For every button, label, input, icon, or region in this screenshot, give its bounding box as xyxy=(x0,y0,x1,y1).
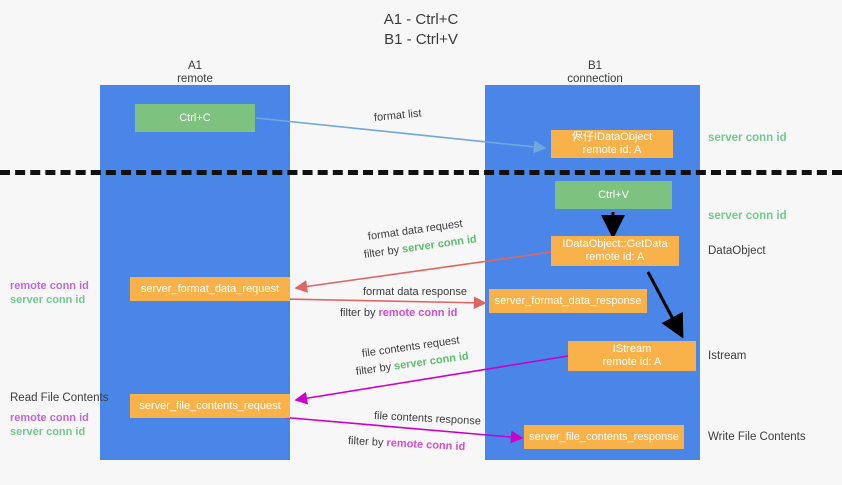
box-server-file-contents-response[interactable]: server_file_contents_response xyxy=(524,425,684,449)
column-a1-role: remote xyxy=(177,73,213,85)
box-server-file-contents-request[interactable]: server_file_contents_request xyxy=(130,394,290,418)
column-a1-name: A1 xyxy=(187,60,203,72)
edge-label-format-list: format list xyxy=(373,107,423,124)
box-istream-line1: IStream xyxy=(612,343,652,355)
box-server-file-contents-request-label: server_file_contents_request xyxy=(139,399,281,412)
divider-dashed-line xyxy=(0,170,842,175)
tag-server-conn-id-1: server conn id xyxy=(10,294,86,306)
title-line-1: A1 - Ctrl+C xyxy=(383,11,459,28)
column-header-a1: A1 remote xyxy=(95,60,295,86)
label-read-file-contents: Read File Contents xyxy=(10,392,109,404)
column-b1-name: B1 xyxy=(587,60,603,72)
edge-filter-prefix-3: filter by xyxy=(355,360,395,378)
box-istream[interactable]: IStream remote id: A xyxy=(568,341,696,371)
edge-label-file-contents-response: file contents response xyxy=(373,410,482,428)
edge-filter-prefix-2: filter by xyxy=(340,307,379,319)
edge-filter-value-4: remote conn id xyxy=(386,437,466,454)
edge-filter-prefix-4: filter by xyxy=(347,435,387,450)
page-title: A1 - Ctrl+C B1 - Ctrl+V xyxy=(0,10,842,50)
label-write-file-contents: Write File Contents xyxy=(708,431,806,443)
tag-server-conn-id-2: server conn id xyxy=(10,426,86,438)
edge-filter-value-2: remote conn id xyxy=(378,307,458,319)
box-server-format-data-request-label: server_format_data_request xyxy=(140,282,280,295)
label-data-object: DataObject xyxy=(708,245,766,257)
label-server-conn-id-mid: server conn id xyxy=(708,210,787,222)
column-header-b1: B1 connection xyxy=(495,60,695,86)
box-getdata-line1: IDataObject::GetData xyxy=(562,238,668,250)
box-getdata[interactable]: IDataObject::GetData remote id: A xyxy=(551,236,679,266)
box-getdata-line2: remote id: A xyxy=(585,251,645,263)
box-idataobject[interactable]: 侭仔IDataObject remote id: A xyxy=(551,130,673,158)
box-ctrl-v-label: Ctrl+V xyxy=(598,188,629,201)
box-istream-line2: remote id: A xyxy=(602,356,662,368)
label-server-conn-id-top: server conn id xyxy=(708,132,787,144)
edge-label-format-data-response: format data response xyxy=(363,286,467,298)
edge-label-format-data-response-filter: filter by remote conn id xyxy=(340,306,457,320)
box-server-format-data-request[interactable]: server_format_data_request xyxy=(130,277,290,301)
edge-label-file-contents-response-filter: filter by remote conn id xyxy=(348,434,466,454)
column-b1-role: connection xyxy=(567,73,623,85)
tag-remote-conn-id-2: remote conn id xyxy=(10,412,89,424)
box-ctrl-v[interactable]: Ctrl+V xyxy=(555,181,672,209)
box-server-file-contents-response-label: server_file_contents_response xyxy=(529,430,679,443)
tag-remote-conn-id-1: remote conn id xyxy=(10,280,89,292)
box-server-format-data-response[interactable]: server_format_data_response xyxy=(489,289,647,313)
box-server-format-data-response-label: server_format_data_response xyxy=(494,294,642,307)
edge-filter-prefix-1: filter by xyxy=(363,243,403,261)
label-istream: Istream xyxy=(708,350,747,362)
box-ctrl-c-label: Ctrl+C xyxy=(179,111,211,124)
title-line-2: B1 - Ctrl+V xyxy=(384,31,458,48)
box-idataobject-line1: 侭仔IDataObject xyxy=(571,131,653,143)
box-idataobject-line2: remote id: A xyxy=(582,144,642,156)
box-ctrl-c[interactable]: Ctrl+C xyxy=(135,104,255,132)
